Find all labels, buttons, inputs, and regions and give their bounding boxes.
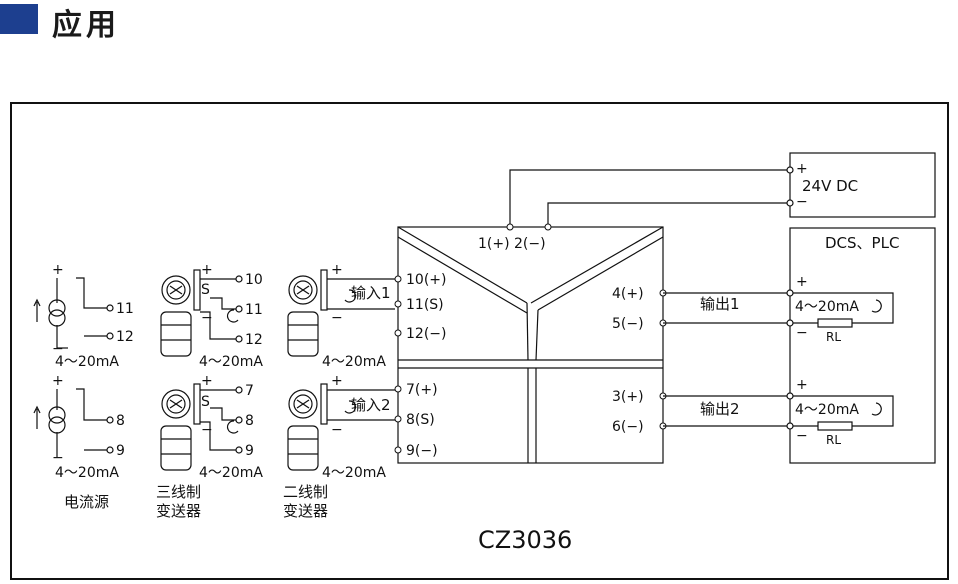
tw3-minus-1: − <box>201 310 213 326</box>
terminal-7: 7(+) <box>406 382 438 398</box>
input2-terminals: 7(+) 8(S) 9(−) <box>394 382 438 459</box>
tw2-range-2: 4～20mA <box>322 465 386 481</box>
output1-label: 输出1 <box>700 295 740 313</box>
tw3-t12: 12 <box>245 332 263 348</box>
tw3-range-2: 4～20mA <box>199 465 263 481</box>
dcs-current-1: 4～20mA <box>795 299 859 315</box>
terminal-12: 12(−) <box>406 326 446 342</box>
input1-label: 输入1 <box>351 284 391 302</box>
cs-caption: 电流源 <box>64 493 109 511</box>
terminal-10: 10(+) <box>406 272 446 288</box>
cs-t11: 11 <box>116 301 134 317</box>
tw2-range-1: 4～20mA <box>322 354 386 370</box>
tw3-s-1: S <box>201 282 210 298</box>
dcs-minus-1: − <box>796 325 808 341</box>
tw3-caption-1: 三线制 <box>156 483 201 501</box>
dcs-current-2: 4～20mA <box>795 402 859 418</box>
tw3-t9: 9 <box>245 443 254 459</box>
power-terminal-label: 1(+) 2(−) <box>478 236 546 252</box>
dcs-minus-2: − <box>796 428 808 444</box>
tw3-t10: 10 <box>245 272 263 288</box>
device-model: CZ3036 <box>478 526 572 554</box>
cs-minus-2: − <box>52 450 64 466</box>
cs-t12: 12 <box>116 329 134 345</box>
dcs-resistor-1: RL <box>826 330 841 344</box>
cs-range-1: 4～20mA <box>55 354 119 370</box>
supply-label: 24V DC <box>802 177 858 195</box>
terminal-8: 8(S) <box>406 412 435 428</box>
tw3-plus-2: + <box>201 373 213 389</box>
cs-range-2: 4～20mA <box>55 465 119 481</box>
terminal-4: 4(+) <box>612 286 644 302</box>
dcs-box <box>663 227 936 464</box>
tw3-caption-2: 变送器 <box>156 502 201 520</box>
section-heading: 应用 <box>0 0 300 50</box>
cs-t9: 9 <box>116 443 125 459</box>
supply-plus: + <box>796 161 808 177</box>
output-terminals: 4(+) 5(−) 3(+) 6(−) <box>612 286 667 435</box>
tw3-s-2: S <box>201 394 210 410</box>
tw3-t11: 11 <box>245 302 263 318</box>
terminal-5: 5(−) <box>612 316 644 332</box>
dcs-label: DCS、PLC <box>825 234 899 252</box>
heading-accent-bar <box>0 4 38 34</box>
supply-minus: − <box>796 194 808 210</box>
tw2-caption-1: 二线制 <box>283 483 328 501</box>
cs-plus-2: + <box>52 373 64 389</box>
tw3-t7: 7 <box>245 383 254 399</box>
two-wire-transmitter-icons <box>287 269 395 471</box>
dcs-resistor-2: RL <box>826 433 841 447</box>
tw3-minus-2: − <box>201 422 213 438</box>
tw2-caption-2: 变送器 <box>283 502 328 520</box>
three-wire-transmitter-icons <box>160 269 243 471</box>
tw3-plus-1: + <box>201 262 213 278</box>
device-block <box>397 226 664 464</box>
input2-label: 输入2 <box>351 396 391 414</box>
diagram-frame <box>10 102 949 580</box>
dcs-plus-1: + <box>796 274 808 290</box>
tw3-t8: 8 <box>245 413 254 429</box>
dcs-plus-2: + <box>796 377 808 393</box>
page-title: 应用 <box>52 8 120 43</box>
power-terminals: 1(+) 2(−) <box>478 223 552 252</box>
input1-terminals: 10(+) 11(S) 12(−) <box>394 272 446 342</box>
cs-t8: 8 <box>116 413 125 429</box>
tw2-plus-1: + <box>331 262 343 278</box>
output2-label: 输出2 <box>700 400 740 418</box>
terminal-11: 11(S) <box>406 297 444 313</box>
terminal-9: 9(−) <box>406 443 438 459</box>
cs-plus-1: + <box>52 262 64 278</box>
tw2-plus-2: + <box>331 373 343 389</box>
tw3-range-1: 4～20mA <box>199 354 263 370</box>
terminal-6: 6(−) <box>612 419 644 435</box>
tw2-minus-1: − <box>331 310 343 326</box>
supply-box <box>509 152 936 224</box>
current-source-symbols <box>33 277 114 457</box>
tw2-minus-2: − <box>331 422 343 438</box>
cs-minus-1: − <box>52 341 64 357</box>
terminal-3: 3(+) <box>612 389 644 405</box>
